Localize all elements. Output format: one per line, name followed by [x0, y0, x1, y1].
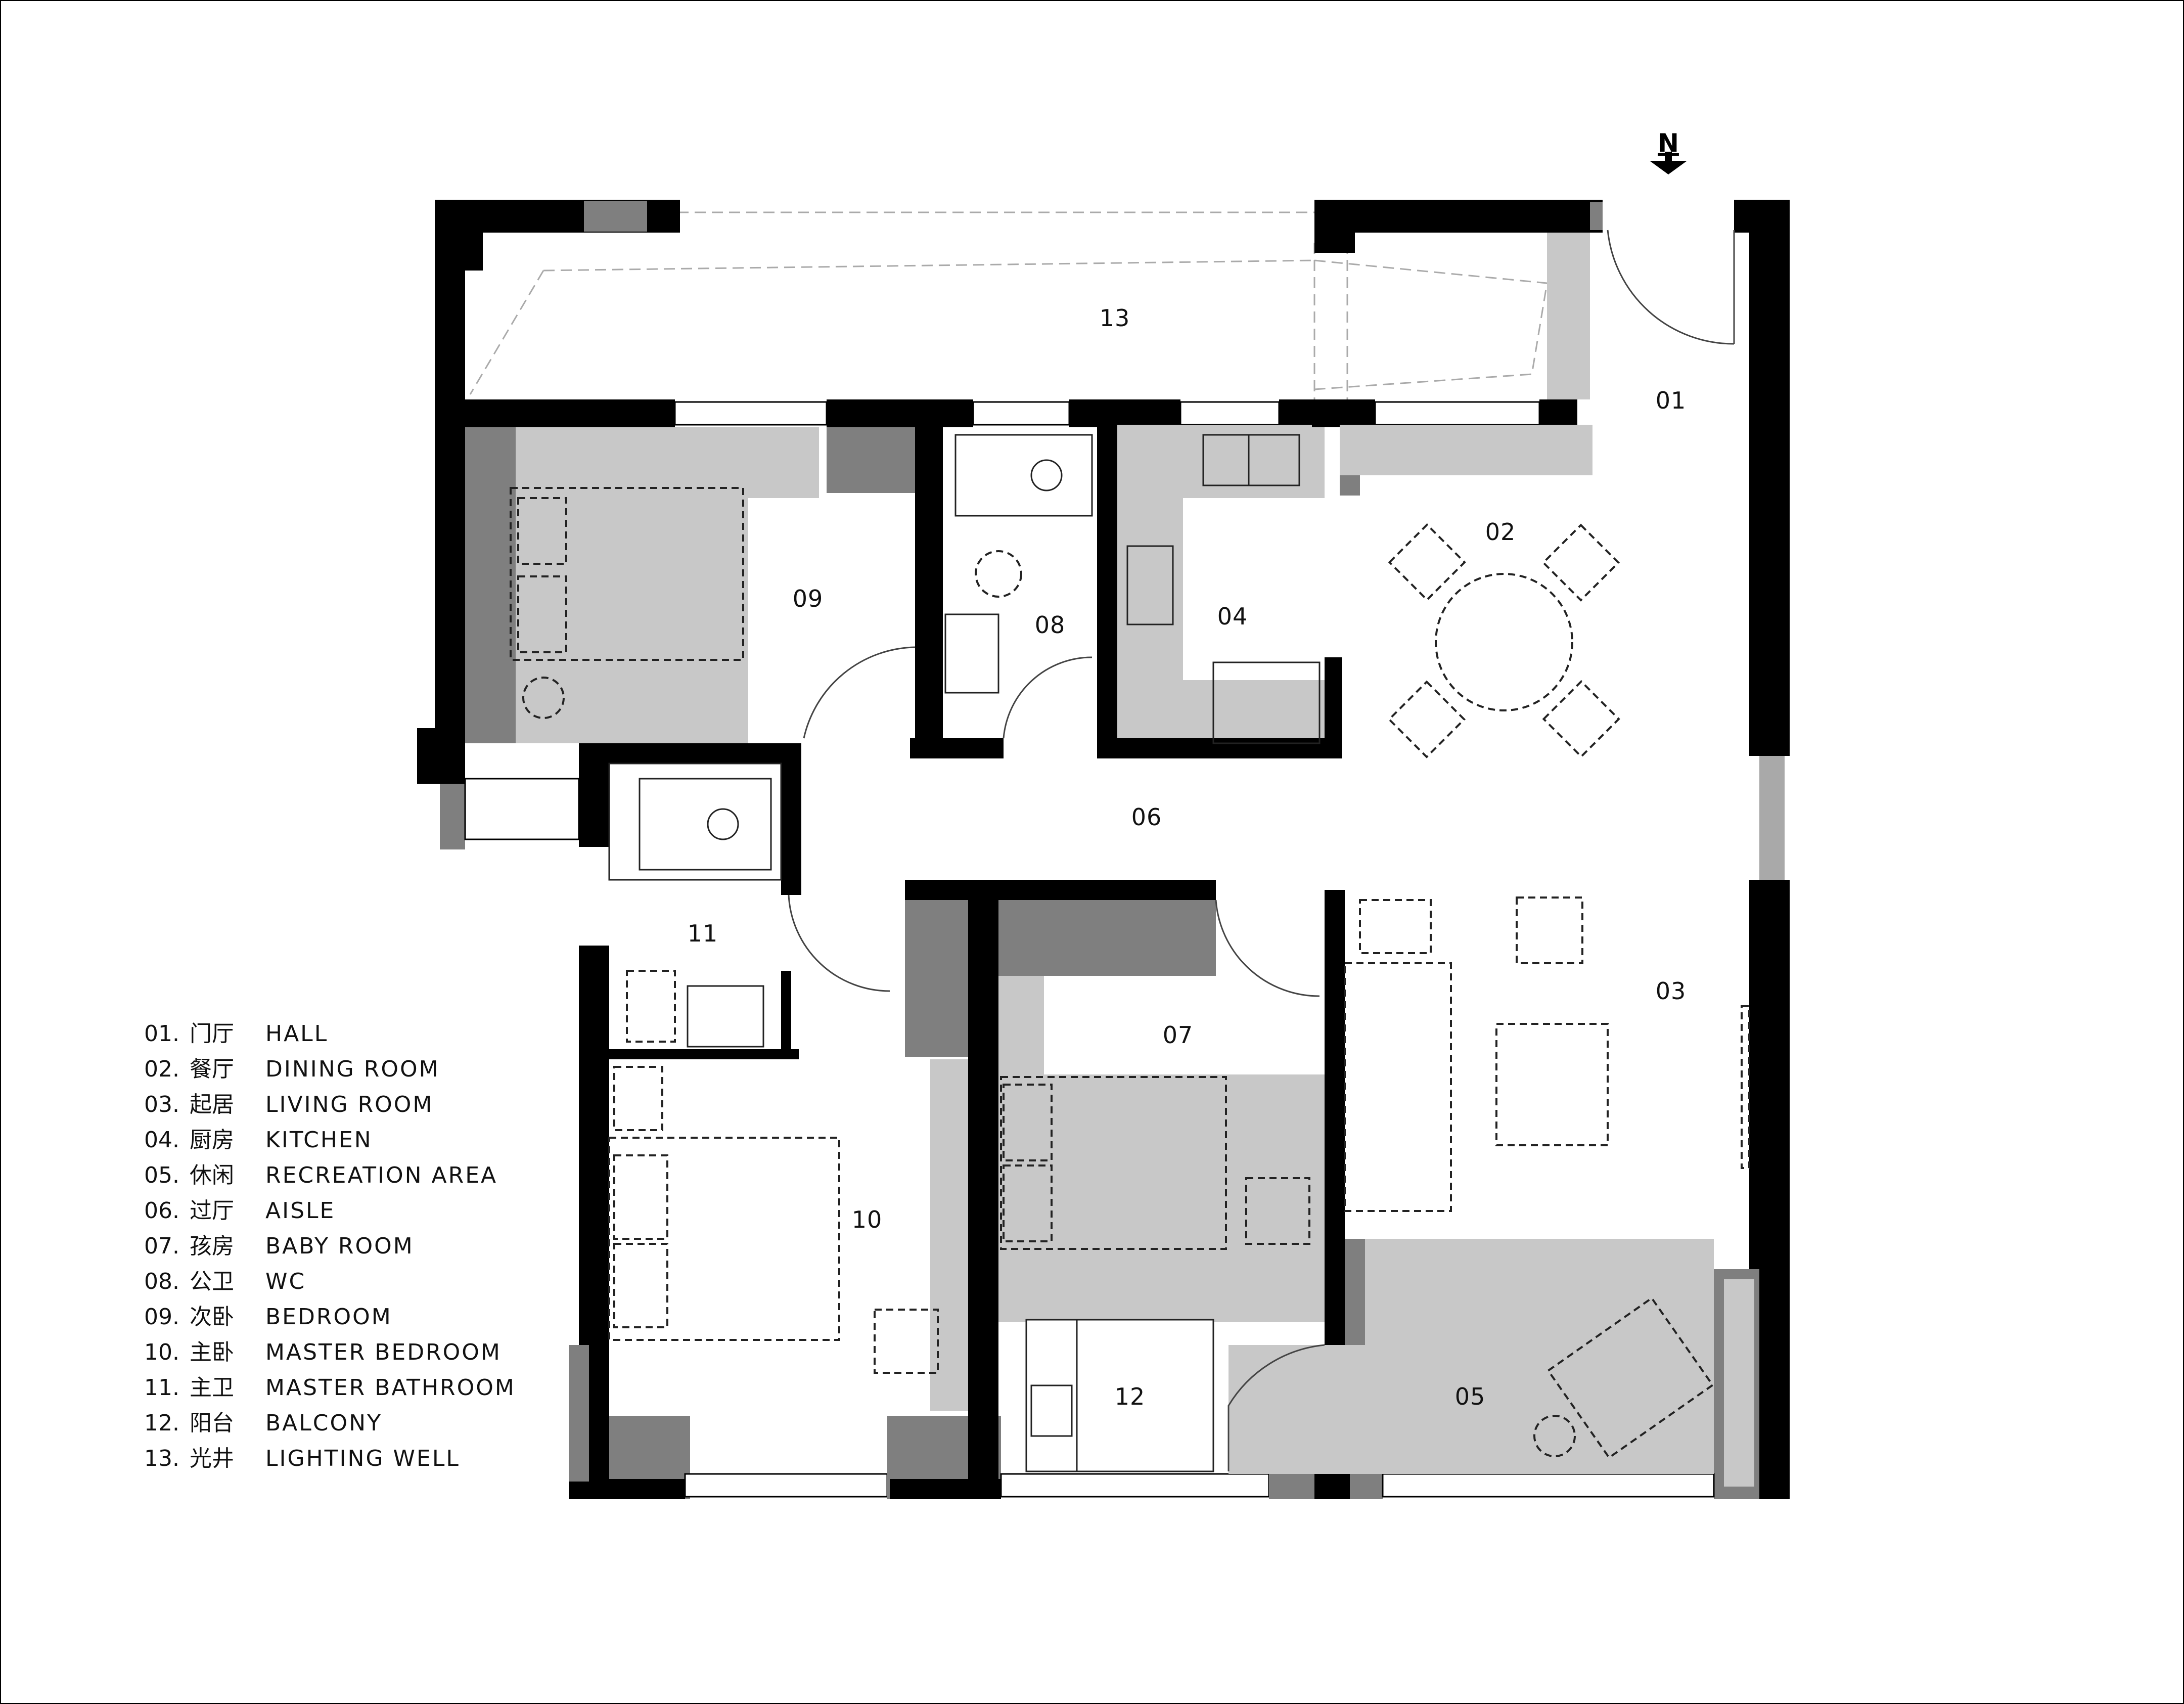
upper-interior [465, 233, 1592, 758]
room-label-03: 03 [1656, 977, 1687, 1005]
room-label-06: 06 [1131, 803, 1162, 831]
room-label-09: 09 [793, 585, 824, 612]
room-label-05: 05 [1455, 1383, 1486, 1410]
room-label-02: 02 [1485, 518, 1516, 546]
room-label-10: 10 [852, 1206, 883, 1233]
furniture [510, 434, 1750, 1472]
room-labels: 01 02 03 04 05 06 07 08 09 10 11 12 13 [688, 304, 1687, 1410]
room-label-04: 04 [1217, 603, 1248, 630]
lower-interior [905, 880, 1714, 1499]
master-bathroom [579, 743, 801, 1059]
room-label-08: 08 [1035, 611, 1066, 639]
doors [788, 230, 1735, 1471]
room-label-01: 01 [1656, 387, 1687, 414]
walls [417, 200, 1790, 1499]
lighting-well-outline [469, 211, 1603, 399]
room-label-07: 07 [1163, 1021, 1194, 1049]
north-arrow: N [1650, 128, 1687, 174]
room-label-12: 12 [1115, 1383, 1146, 1410]
room-label-11: 11 [688, 920, 718, 947]
room-label-13: 13 [1100, 304, 1130, 332]
